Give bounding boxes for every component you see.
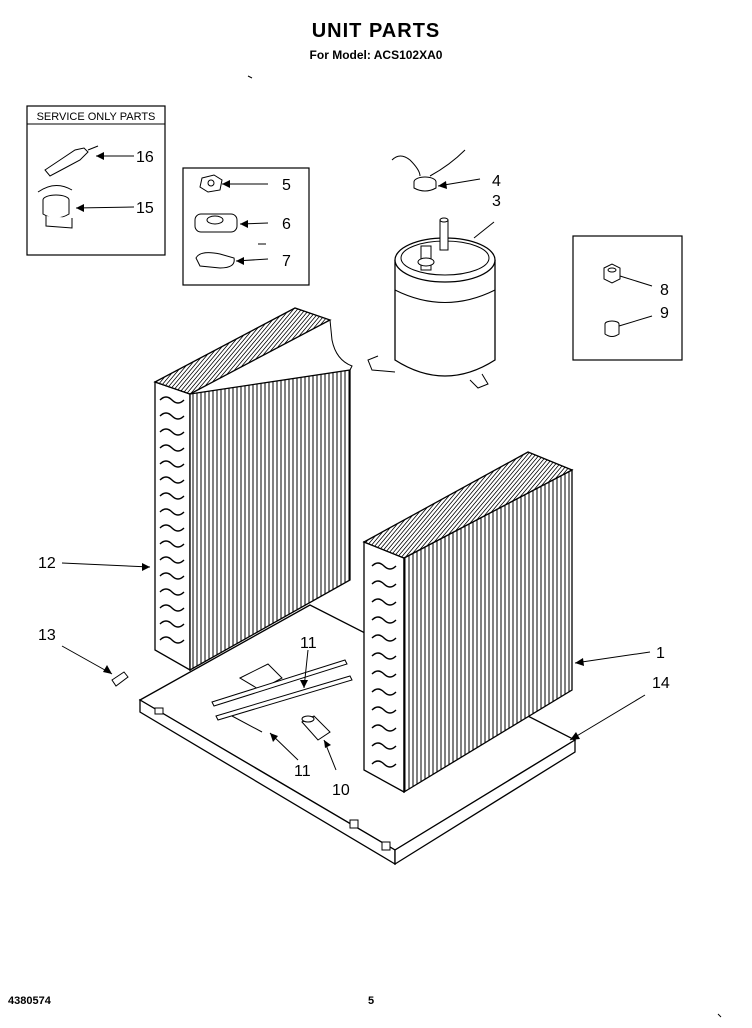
callout-5: 5 — [282, 177, 291, 194]
part-11-rods — [211, 659, 353, 733]
scan-mark-corner — [717, 1013, 722, 1018]
callout-11-bottom: 11 — [294, 763, 311, 780]
part-10-sleeve — [301, 715, 331, 741]
part-13-screw — [111, 671, 129, 687]
callout-8: 8 — [660, 282, 669, 299]
callout-16: 16 — [136, 149, 154, 166]
part-6-mount-bracket — [194, 213, 238, 233]
page-number: 5 — [368, 995, 375, 1007]
callout-4: 4 — [492, 173, 501, 190]
callout-6: 6 — [282, 216, 291, 233]
part-3-compressor — [367, 217, 496, 389]
leader-15 — [75, 206, 135, 209]
model-subtitle: For Model: ACS102XA0 — [309, 48, 443, 62]
part-14-base-pan — [138, 604, 577, 866]
callout-11-top: 11 — [300, 635, 317, 652]
scan-mark — [247, 75, 253, 79]
service-only-parts-box: SERVICE ONLY PARTS 16 15 — [26, 105, 166, 256]
page-title: UNIT PARTS — [311, 20, 441, 42]
part-7-clip — [195, 243, 266, 269]
part-5-nut — [199, 174, 223, 193]
document-number: 4380574 — [8, 995, 51, 1007]
mounting-hardware-box: 5 6 7 — [182, 167, 310, 286]
leader-14 — [569, 694, 646, 741]
leader-1 — [574, 651, 651, 664]
callout-3: 3 — [492, 193, 501, 210]
part-8-nut — [603, 263, 621, 284]
part-16-sensor — [44, 145, 99, 177]
part-9-fitting — [604, 320, 620, 337]
part-4-overload — [391, 149, 466, 192]
callout-12: 12 — [38, 555, 56, 572]
part-1-condenser-coil — [362, 451, 574, 794]
leader-3 — [473, 221, 495, 239]
callout-14: 14 — [652, 675, 670, 692]
fittings-box: 8 9 — [572, 235, 683, 361]
callout-10: 10 — [332, 782, 350, 799]
leader-12 — [61, 562, 151, 568]
callout-13: 13 — [38, 627, 56, 644]
callout-1: 1 — [656, 645, 665, 662]
part-15-sensor-assembly — [37, 185, 73, 229]
callout-9: 9 — [660, 305, 669, 322]
callout-7: 7 — [282, 253, 291, 270]
service-box-title: SERVICE ONLY PARTS — [37, 111, 156, 123]
callout-15: 15 — [136, 200, 154, 217]
leader-13 — [61, 645, 113, 675]
part-12-evaporator-coil — [153, 307, 353, 672]
